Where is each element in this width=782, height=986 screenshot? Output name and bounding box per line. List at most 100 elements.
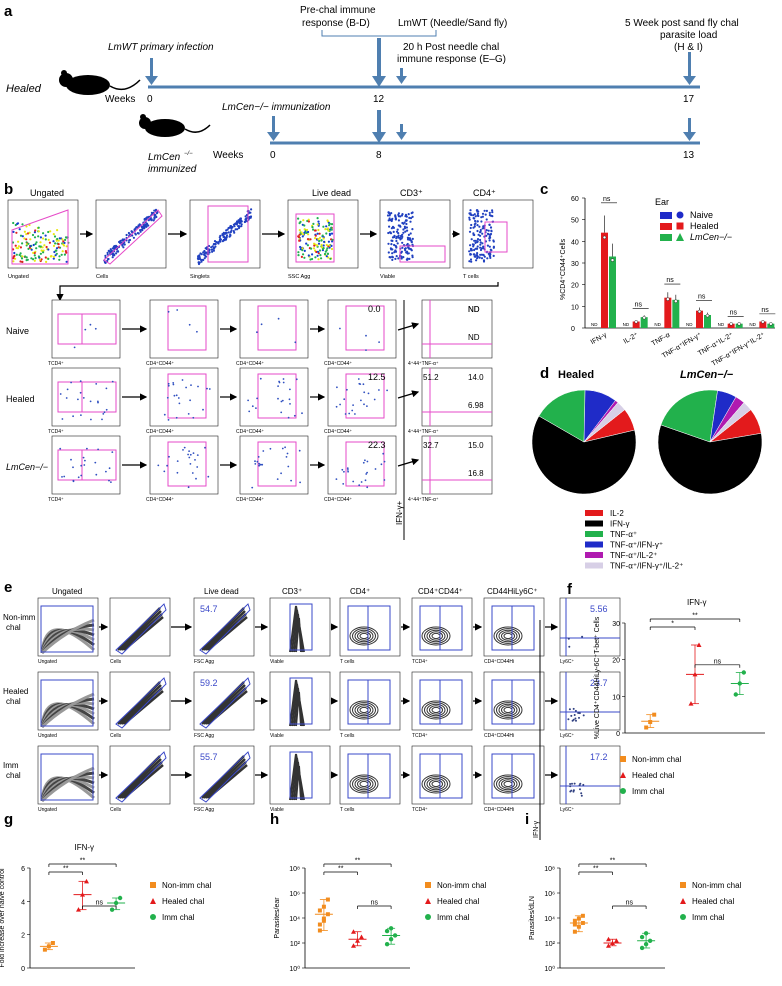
contour	[426, 629, 446, 643]
density-dot	[55, 247, 59, 250]
e-xlabel: Cells	[110, 807, 122, 813]
contour	[203, 758, 246, 799]
event-dot	[365, 349, 367, 351]
density-dot	[127, 241, 130, 244]
c-bar	[601, 232, 608, 328]
event-dot	[569, 783, 572, 785]
density-dot	[45, 260, 48, 263]
density-dot	[492, 240, 495, 243]
flow-plot-b-top-1	[95, 199, 167, 269]
density-dot	[106, 251, 109, 254]
event-dot	[259, 377, 262, 380]
flow-plot-b-2-1	[149, 435, 219, 495]
event-dot	[363, 391, 366, 394]
b-grid-xlabel: CD4⁺CD44⁺	[146, 361, 174, 367]
density-dot	[490, 249, 493, 252]
density-dot	[203, 257, 206, 260]
density-dot	[110, 250, 113, 253]
contour	[295, 617, 302, 653]
density-dot	[111, 256, 114, 259]
density-dot	[21, 223, 24, 226]
panel-c: c Ear0102030405060%CD4⁺CD44⁺CellsNDnsIFN…	[540, 181, 776, 368]
c-legend-swatch	[660, 234, 672, 241]
quad-value-ur: 14.0	[468, 373, 484, 382]
density-dot	[479, 230, 482, 233]
density-dot	[322, 237, 325, 240]
density-dot	[302, 253, 305, 256]
gate-rect	[491, 753, 535, 799]
event-dot	[82, 397, 85, 399]
density-dot	[487, 229, 490, 232]
flow-plot-e-0-5	[411, 597, 473, 657]
event-dot	[94, 461, 97, 464]
gate-polygon	[103, 209, 163, 265]
density-dot	[225, 235, 228, 239]
density-dot	[491, 209, 494, 212]
event-dot	[251, 486, 254, 489]
density-dot	[249, 211, 252, 214]
contour	[429, 779, 443, 789]
contour	[357, 705, 371, 715]
density-dot	[210, 246, 213, 249]
chart-g-title: IFN-γ	[75, 843, 95, 852]
chart-c: Ear0102030405060%CD4⁺CD44⁺CellsNDnsIFN-γ…	[560, 196, 776, 368]
chart-h-legend-label: Non-imm chal	[437, 881, 487, 890]
event-dot	[185, 386, 188, 389]
density-dot	[34, 242, 37, 246]
chart-g-legend-label: Imm chal	[162, 913, 195, 922]
gate-rect	[399, 245, 446, 263]
chart-i-legend-label: Imm chal	[692, 913, 725, 922]
density-dot	[488, 211, 491, 214]
e-live-value: 55.7	[200, 752, 218, 762]
density-dot	[297, 235, 300, 239]
density-dot	[139, 230, 142, 233]
chart-f-legend-label: Non-imm chal	[632, 755, 682, 764]
gate-rect	[40, 605, 94, 653]
density-dot	[19, 260, 22, 263]
density-dot	[303, 256, 306, 259]
chart-i-point	[614, 938, 619, 943]
c-point	[729, 322, 733, 326]
density-dot	[233, 231, 236, 234]
flow-plot-frame	[411, 745, 473, 805]
gate-rect	[167, 441, 207, 487]
b-title-cd3: CD3⁺	[400, 188, 423, 198]
e-col-title: CD4⁺	[350, 587, 370, 596]
density-dot	[405, 226, 408, 229]
gating-arrow-down	[56, 282, 499, 302]
density-dot	[474, 219, 477, 223]
b-grid-xlabel: CD4⁺CD44⁺	[146, 429, 174, 435]
c-bar	[727, 323, 735, 328]
density-dot	[394, 257, 397, 260]
density-dot	[485, 209, 488, 212]
contour	[498, 777, 518, 791]
event-dot	[374, 468, 377, 470]
contour	[426, 703, 446, 717]
c-bar	[672, 299, 680, 328]
event-dot	[281, 399, 284, 402]
gate-rect	[484, 221, 508, 253]
chart-f-ylabel: %Live CD4⁺CD44HiLy-6C⁺T-bet⁺ Cells	[594, 616, 601, 739]
event-dot	[63, 475, 66, 478]
density-dot	[320, 239, 323, 242]
row-label-immunized-sup: −/−	[184, 151, 193, 157]
e-row-label: Non-imm	[3, 613, 36, 622]
e-xlabel: Ungated	[38, 807, 57, 813]
c-point	[602, 235, 607, 240]
density-dot	[303, 249, 306, 252]
density-dot	[12, 257, 15, 260]
c-sig-label: ns	[603, 196, 611, 203]
event-dot	[182, 449, 184, 451]
d-legend-swatch	[585, 520, 603, 527]
panel-d: d Healed LmCen−/− IL-2IFN-γTNF-α⁺TNF-α⁺/…	[531, 365, 763, 571]
flow-plot-frame	[411, 597, 473, 657]
c-point	[634, 320, 638, 324]
density-dot	[41, 246, 44, 249]
event-dot	[181, 379, 184, 381]
density-dot	[325, 243, 328, 247]
flow-plot-e-1-0	[37, 671, 99, 731]
event-dot	[335, 405, 338, 408]
event-dot	[293, 414, 296, 417]
density-dot	[13, 251, 16, 255]
